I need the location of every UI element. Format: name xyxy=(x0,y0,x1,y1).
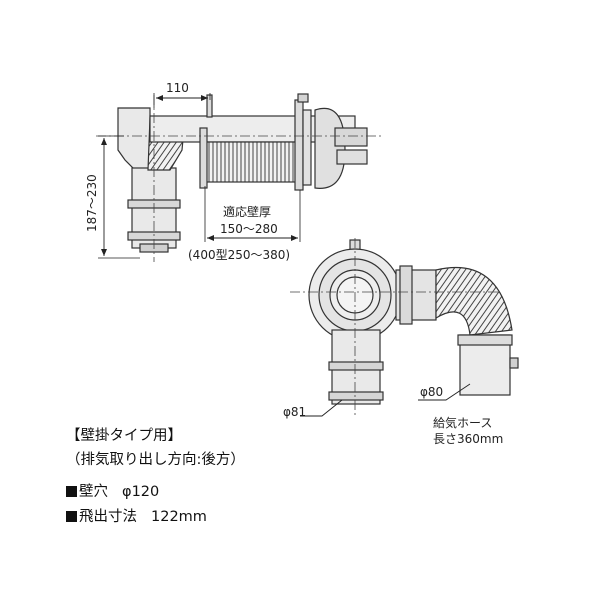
bullet-square xyxy=(66,486,77,497)
spec-subtitle: （排気取り出し方向:後方） xyxy=(66,452,245,468)
front-band-2 xyxy=(328,391,384,401)
bullet-square xyxy=(66,511,77,522)
vent-hood xyxy=(314,107,346,189)
hood-cap xyxy=(336,149,368,165)
hood-rib xyxy=(334,127,368,147)
top-tab xyxy=(297,93,309,103)
wall-thickness-label: 適応壁厚 xyxy=(223,204,271,219)
air-hose xyxy=(435,266,513,336)
spec-hole: 壁穴 φ120 xyxy=(66,480,159,501)
side-view xyxy=(117,93,368,253)
spec-title: 【壁掛タイプ用】 xyxy=(66,428,182,444)
wall-thickness-value: 150～280 xyxy=(220,222,278,236)
dia-80-label: φ80 xyxy=(420,385,443,399)
hose-bolt xyxy=(509,357,519,369)
front-view xyxy=(308,239,519,405)
left-plate xyxy=(199,127,208,189)
leader-81 xyxy=(300,399,343,417)
wall-thickness-400: (400型250～380) xyxy=(188,248,290,262)
hose-label-2: 長さ360mm xyxy=(433,432,503,446)
left-flange xyxy=(206,94,213,118)
hose-label-1: 給気ホース xyxy=(433,415,492,430)
leader-80 xyxy=(418,383,471,401)
dim-height-label: 187～230 xyxy=(85,174,99,232)
exhaust-elbow xyxy=(117,107,151,171)
dia-81-label: φ81 xyxy=(283,405,306,419)
front-band-1 xyxy=(328,361,384,371)
right-plate xyxy=(294,99,304,191)
protrusion-label: 飛出寸法 xyxy=(79,509,137,525)
hose-connector-top xyxy=(457,334,513,346)
bellows xyxy=(204,141,301,183)
right-plate-2 xyxy=(302,109,312,186)
hole-label: 壁穴 xyxy=(79,484,108,500)
hole-value: φ120 xyxy=(122,484,160,500)
spec-protrusion: 飛出寸法 122mm xyxy=(66,505,207,526)
dim-110-label: 110 xyxy=(166,81,189,95)
protrusion-value: 122mm xyxy=(151,509,207,525)
front-side-collar xyxy=(399,265,413,325)
